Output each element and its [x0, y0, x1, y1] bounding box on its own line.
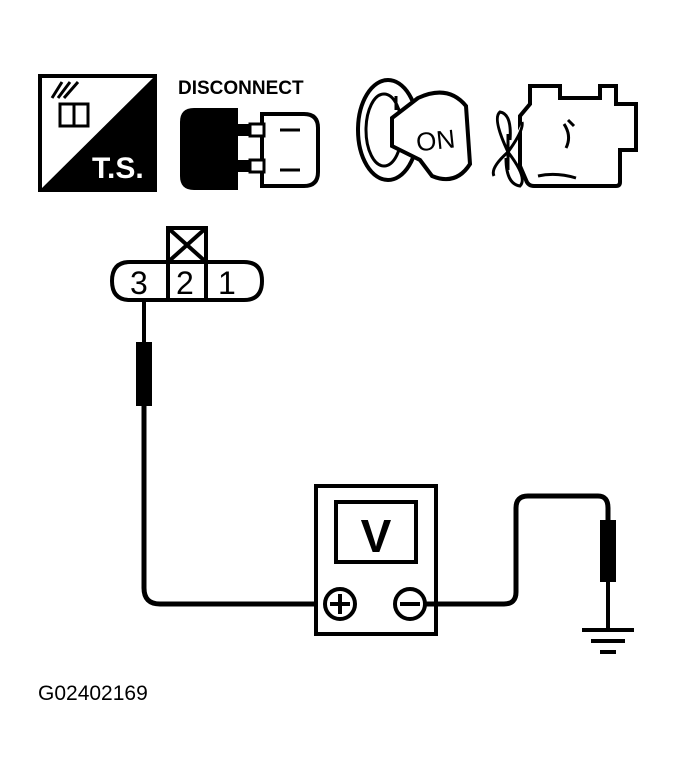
mini-connector-icon: [50, 81, 90, 128]
ignition-on-label: ON: [415, 123, 457, 157]
ground-icon: [582, 628, 634, 654]
positive-probe-lead: [136, 300, 322, 607]
plus-terminal-icon: [323, 587, 357, 621]
pin-1-label: 1: [218, 265, 236, 301]
fan-icon: [491, 110, 524, 188]
pin-3-label: 3: [130, 265, 148, 301]
harness-connector: 3 2 1: [109, 226, 265, 302]
figure-id: G02402169: [38, 682, 148, 705]
voltmeter: V: [314, 484, 438, 636]
pin-2-label: 2: [176, 265, 194, 301]
test-simulation-label: T.S.: [92, 152, 144, 185]
positive-probe-tip: [136, 342, 152, 406]
test-simulation-icon: T.S.: [38, 74, 157, 192]
ignition-key-icon: ON: [356, 78, 473, 182]
negative-probe-tip: [600, 520, 616, 582]
disconnect-label: DISCONNECT: [178, 78, 304, 99]
disconnect-icon: DISCONNECT: [178, 78, 320, 190]
minus-terminal-icon: [393, 587, 427, 621]
voltmeter-display: [334, 500, 418, 564]
voltmeter-mode-label: V: [361, 510, 392, 562]
engine-running-icon: [491, 84, 638, 188]
negative-probe-lead: [425, 493, 616, 630]
